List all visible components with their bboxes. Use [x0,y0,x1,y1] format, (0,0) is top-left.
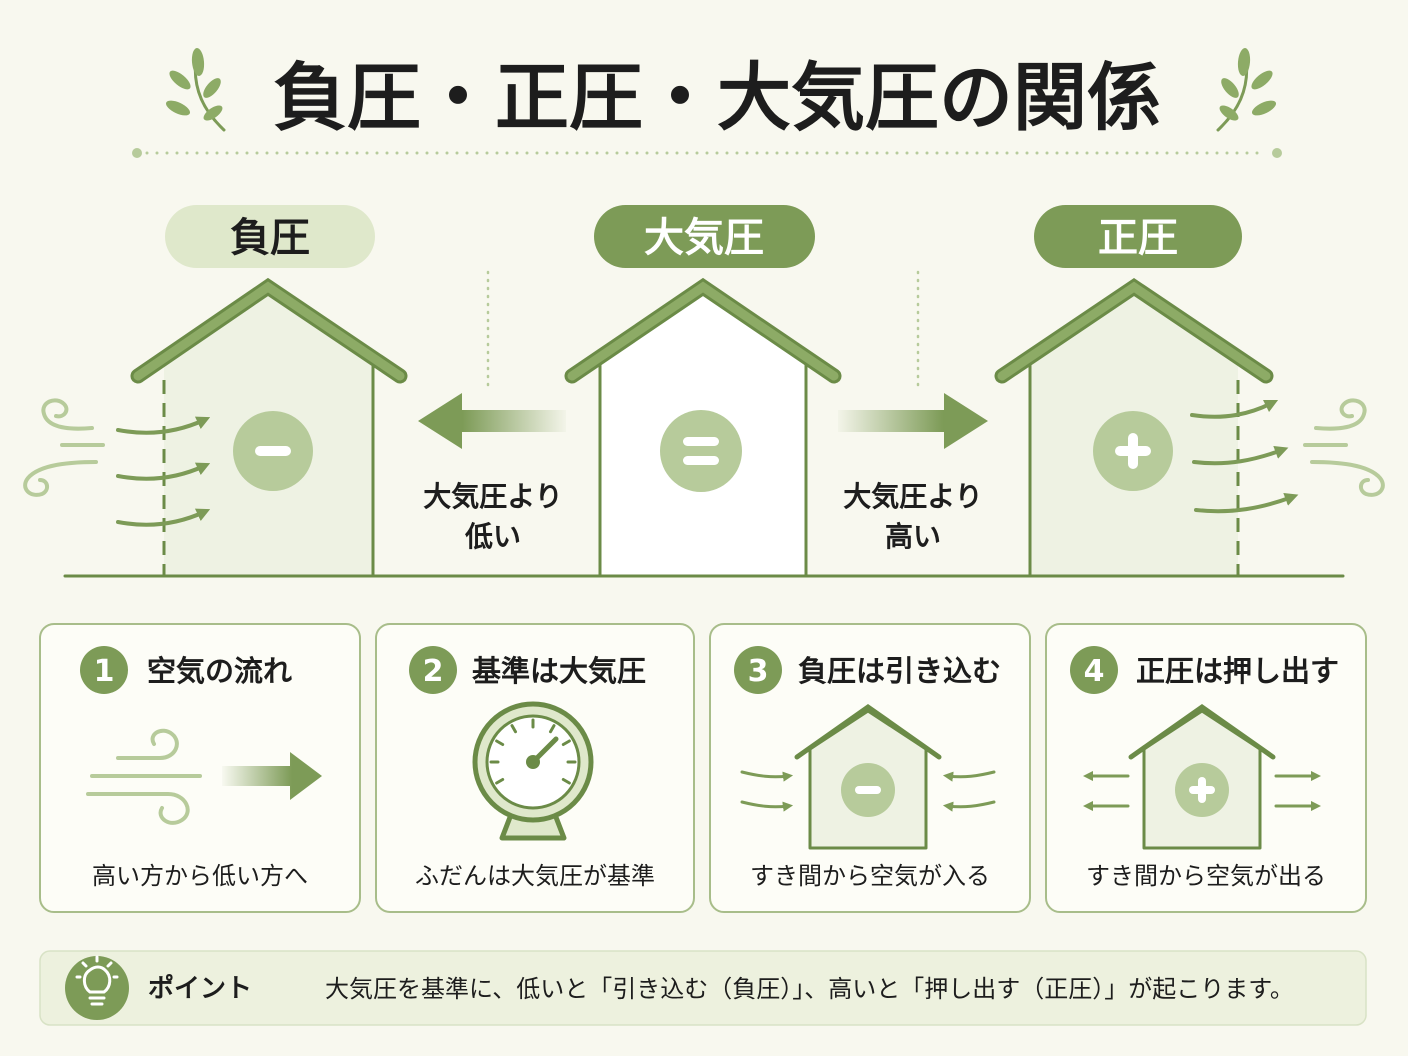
wind-swirl-icon [1303,398,1385,497]
card-number: 3 [748,654,769,689]
atmospheric-pressure-house [564,277,842,576]
negative-pressure-house [130,277,408,576]
page-title: 負圧・正圧・大気圧の関係 [273,55,1161,141]
outflow-arrow-icon [1190,399,1299,514]
card-title: 負圧は引き込む [798,654,1001,688]
minus-icon [233,411,313,491]
leaf-sprig-icon [1216,48,1277,132]
card-number: 4 [1084,654,1105,689]
point-bar: ポイント 大気圧を基準に、低いと「引き込む（負圧）」、高いと「押し出す（正圧）」… [39,950,1367,1026]
point-label: ポイント [148,973,252,1004]
positive-pressure-house [994,277,1274,576]
higher-label-line2: 高い [885,520,941,553]
card-title: 正圧は押し出す [1136,654,1339,688]
title-divider [132,148,1282,158]
positive-pressure-label: 正圧 [1098,215,1178,261]
card-number-badge [409,646,457,694]
house-inflow-icon [740,703,996,850]
card-caption: すき間から空気が出る [1086,862,1326,890]
card-number-badge [734,646,782,694]
negative-pressure-pill: 負圧 [165,205,375,268]
card-title: 空気の流れ [147,654,292,688]
atmospheric-pressure-pill: 大気圧 [594,205,815,268]
card-number: 1 [94,654,115,689]
card-caption: ふだんは大気圧が基準 [415,862,655,890]
equals-icon [660,410,742,492]
lower-label-line2: 低い [464,520,521,553]
card-title: 基準は大気圧 [472,654,646,688]
positive-pressure-pill: 正圧 [1034,205,1242,268]
house-outflow-icon [1082,703,1322,850]
wind-flow-icon [86,728,322,825]
point-text: 大気圧を基準に、低いと「引き込む（負圧）」、高いと「押し出す（正圧）」が起こりま… [325,975,1294,1003]
card-number-badge [80,646,128,694]
arrow-left-icon [418,393,566,449]
pressure-gauge-icon [472,701,594,841]
negative-pressure-label: 負圧 [230,215,310,261]
leaf-sprig-icon [165,48,226,132]
lower-label-line1: 大気圧より [423,480,562,513]
higher-label-line1: 大気圧より [843,480,982,513]
card-negative-draws-in: 3 負圧は引き込む すき間から空気が入る [709,623,1031,913]
card-air-flow: 1 空気の流れ 高い方から低い方へ [39,623,361,913]
card-positive-pushes-out: 4 正圧は押し出す すき間から空気が出る [1045,623,1367,913]
card-caption: すき間から空気が入る [750,862,990,890]
plus-icon [1093,411,1173,491]
inflow-arrow-icon [116,416,211,527]
card-number-badge [1070,646,1118,694]
card-number: 2 [423,654,444,689]
arrow-right-icon [838,393,988,449]
card-caption: 高い方から低い方へ [92,862,308,890]
lightbulb-icon [65,955,129,1020]
wind-swirl-icon [23,398,105,497]
atmospheric-pressure-label: 大気圧 [644,215,764,261]
card-reference-pressure: 2 基準は大気圧 ふだんは大気圧が基準 [375,623,695,913]
